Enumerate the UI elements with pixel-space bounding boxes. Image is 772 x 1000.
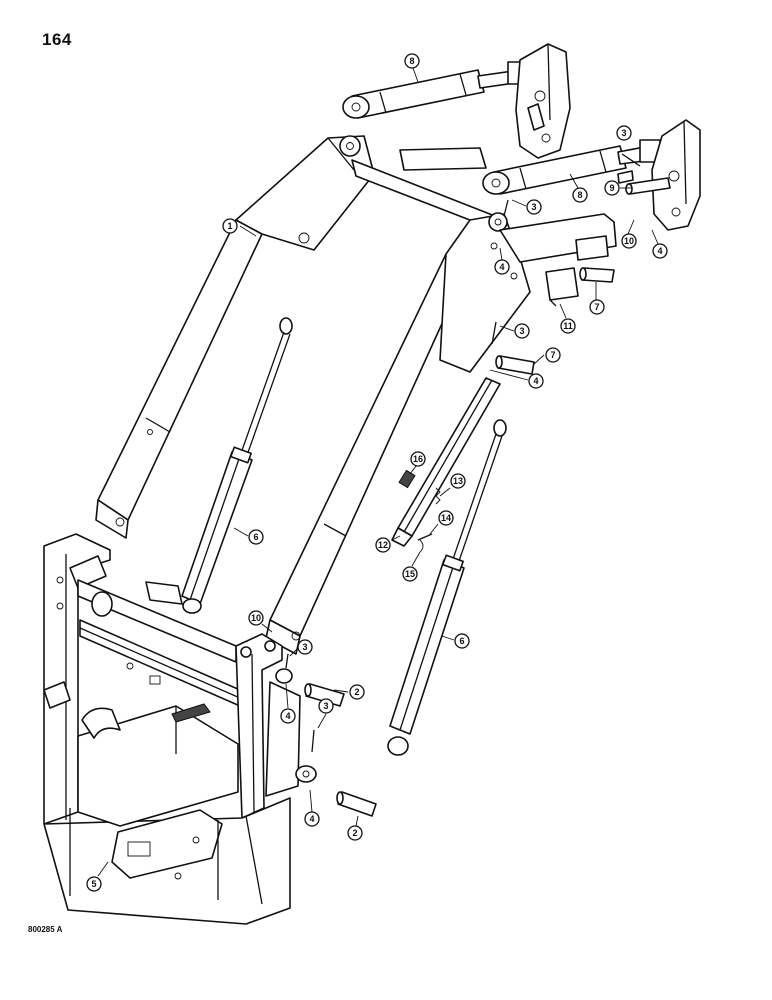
svg-text:6: 6	[459, 636, 464, 646]
callout-4e: 4	[304, 811, 320, 827]
svg-text:11: 11	[563, 321, 573, 331]
callout-4c: 4	[528, 373, 544, 389]
svg-text:3: 3	[621, 128, 626, 138]
callout-5: 5	[86, 876, 102, 892]
svg-text:5: 5	[91, 879, 96, 889]
svg-text:15: 15	[405, 569, 415, 579]
pin-2-lower	[336, 791, 377, 817]
callout-6b: 6	[454, 633, 470, 649]
svg-text:4: 4	[309, 814, 314, 824]
pin-2-upper	[304, 683, 345, 707]
svg-text:10: 10	[624, 236, 634, 246]
callout-3d: 3	[297, 639, 313, 655]
svg-text:3: 3	[531, 202, 536, 212]
svg-text:3: 3	[323, 701, 328, 711]
svg-text:10: 10	[251, 613, 261, 623]
callout-11: 11	[560, 318, 576, 334]
lift-cylinder-right	[387, 419, 507, 756]
callout-13: 13	[450, 473, 466, 489]
svg-text:4: 4	[499, 262, 504, 272]
pin-7-upper	[579, 267, 615, 283]
callout-3a: 3	[616, 125, 632, 141]
svg-text:4: 4	[657, 246, 662, 256]
callout-3b: 3	[526, 199, 542, 215]
callout-12: 12	[375, 537, 391, 553]
pin-14	[417, 533, 433, 541]
svg-text:12: 12	[378, 540, 388, 550]
callout-6a: 6	[248, 529, 264, 545]
bushing-lower	[275, 668, 317, 783]
drawing-code: 800285 A	[28, 925, 63, 934]
callout-14: 14	[438, 510, 454, 526]
decal-16	[398, 469, 416, 489]
side-mount-frame	[43, 533, 301, 925]
lift-cylinder-left	[181, 317, 293, 614]
callout-9: 9	[604, 180, 620, 196]
callout-4b: 4	[652, 243, 668, 259]
pin-7-lower	[495, 355, 535, 375]
callout-8a: 8	[404, 53, 420, 69]
spring-13	[435, 487, 441, 505]
callout-3e: 3	[318, 698, 334, 714]
svg-text:4: 4	[285, 711, 290, 721]
svg-text:2: 2	[352, 828, 357, 838]
bolts	[285, 153, 641, 753]
plate-11	[545, 267, 579, 307]
svg-text:6: 6	[253, 532, 258, 542]
svg-text:8: 8	[409, 56, 414, 66]
callout-10b: 10	[248, 610, 264, 626]
svg-text:2: 2	[354, 687, 359, 697]
svg-text:7: 7	[594, 302, 599, 312]
svg-text:8: 8	[577, 190, 582, 200]
pin-9	[625, 177, 671, 195]
callout-2b: 2	[347, 825, 363, 841]
svg-text:3: 3	[302, 642, 307, 652]
svg-text:4: 4	[533, 376, 538, 386]
svg-text:9: 9	[609, 183, 614, 193]
clip-15	[419, 539, 424, 553]
svg-text:13: 13	[453, 476, 463, 486]
callouts: 1 2 2 3 3 3 3 3 4 4 4 4 4 5 6 6 7 7	[86, 53, 668, 892]
callout-15: 15	[402, 566, 418, 582]
callout-3c: 3	[514, 323, 530, 339]
callout-1: 1	[222, 218, 238, 234]
callout-8b: 8	[572, 187, 588, 203]
upper-left-bucket-cylinder	[342, 61, 527, 119]
svg-text:1: 1	[227, 221, 232, 231]
upper-pin-short	[617, 170, 634, 184]
upper-right-bucket-cylinder	[482, 139, 661, 195]
upper-right-mount-bracket	[651, 119, 701, 231]
svg-text:3: 3	[519, 326, 524, 336]
callout-4d: 4	[280, 708, 296, 724]
loader-boom	[95, 135, 617, 655]
callout-7b: 7	[545, 347, 561, 363]
callout-2a: 2	[349, 684, 365, 700]
callout-16: 16	[410, 451, 426, 467]
upper-left-mount-bracket	[515, 43, 571, 159]
callout-10a: 10	[621, 233, 637, 249]
callout-7a: 7	[589, 299, 605, 315]
svg-text:7: 7	[550, 350, 555, 360]
page-number: 164	[42, 30, 72, 49]
svg-text:14: 14	[441, 513, 451, 523]
callout-4a: 4	[494, 259, 510, 275]
svg-text:16: 16	[413, 454, 423, 464]
